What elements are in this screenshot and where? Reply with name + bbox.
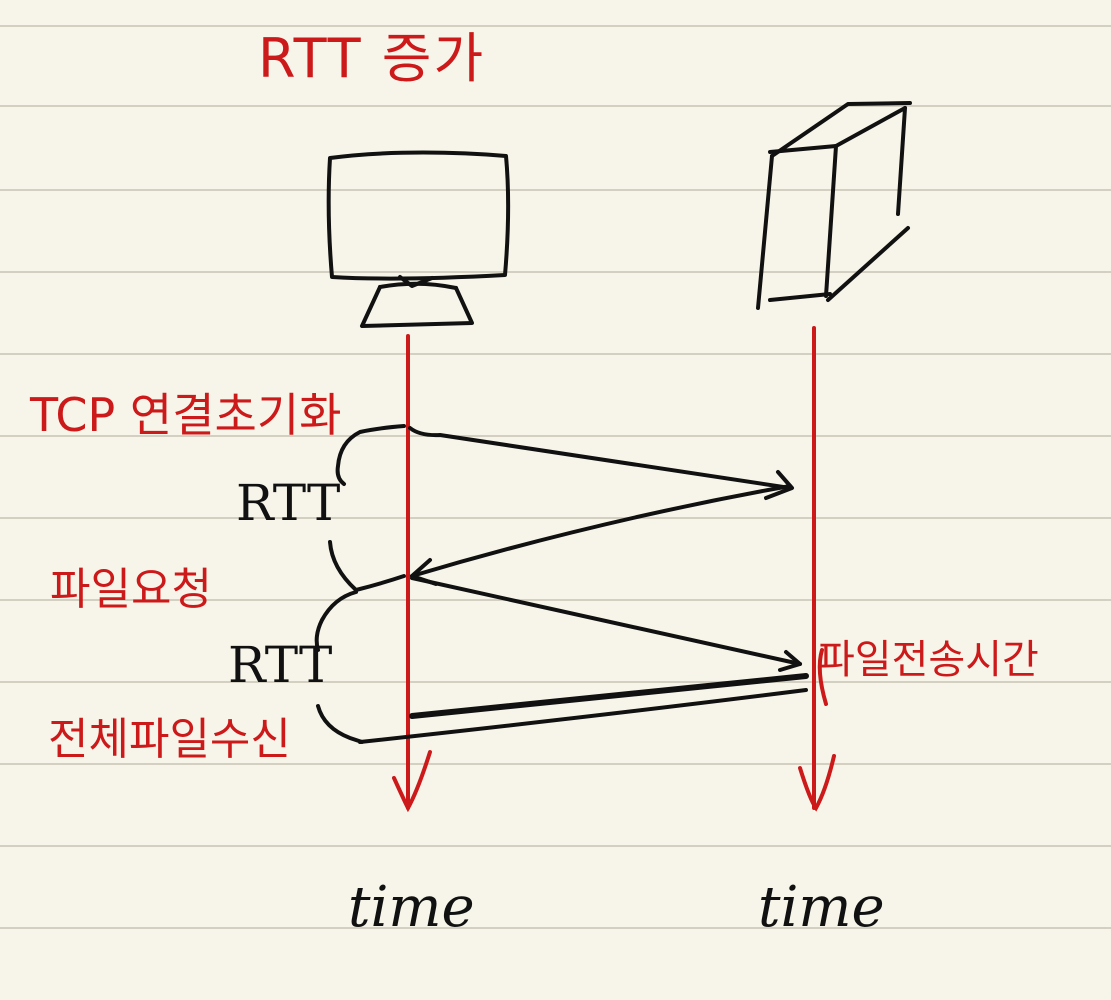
ack-arrow [410, 484, 792, 578]
file-receive-label: 전체파일수신 [48, 714, 291, 765]
server-time-label: time [758, 875, 885, 940]
client-time-label: time [348, 875, 475, 940]
server-timeline [798, 326, 836, 812]
rtt-brace-first [328, 424, 406, 593]
server-box-icon [756, 101, 912, 310]
transfer-time-label: 파일전송시간 [818, 637, 1039, 683]
file-request-label: 파일요청 [50, 564, 212, 615]
file-transfer-arrow [409, 673, 809, 719]
notebook-rules [0, 25, 1111, 929]
file-received-line [358, 688, 808, 744]
syn-arrow [408, 426, 792, 490]
tcp-init-label: TCP 연결초기화 [30, 388, 342, 442]
computer-monitor-icon [326, 150, 511, 328]
rtt-first-label: RTT [236, 474, 341, 532]
message-arrows [358, 426, 809, 744]
client-timeline [392, 334, 432, 813]
rtt-brace-second [314, 590, 364, 744]
rtt-braces [314, 424, 406, 744]
file-request-arrow [410, 576, 802, 666]
diagram-title: RTT 증가 [258, 27, 486, 90]
rtt-second-label: RTT [228, 636, 333, 694]
